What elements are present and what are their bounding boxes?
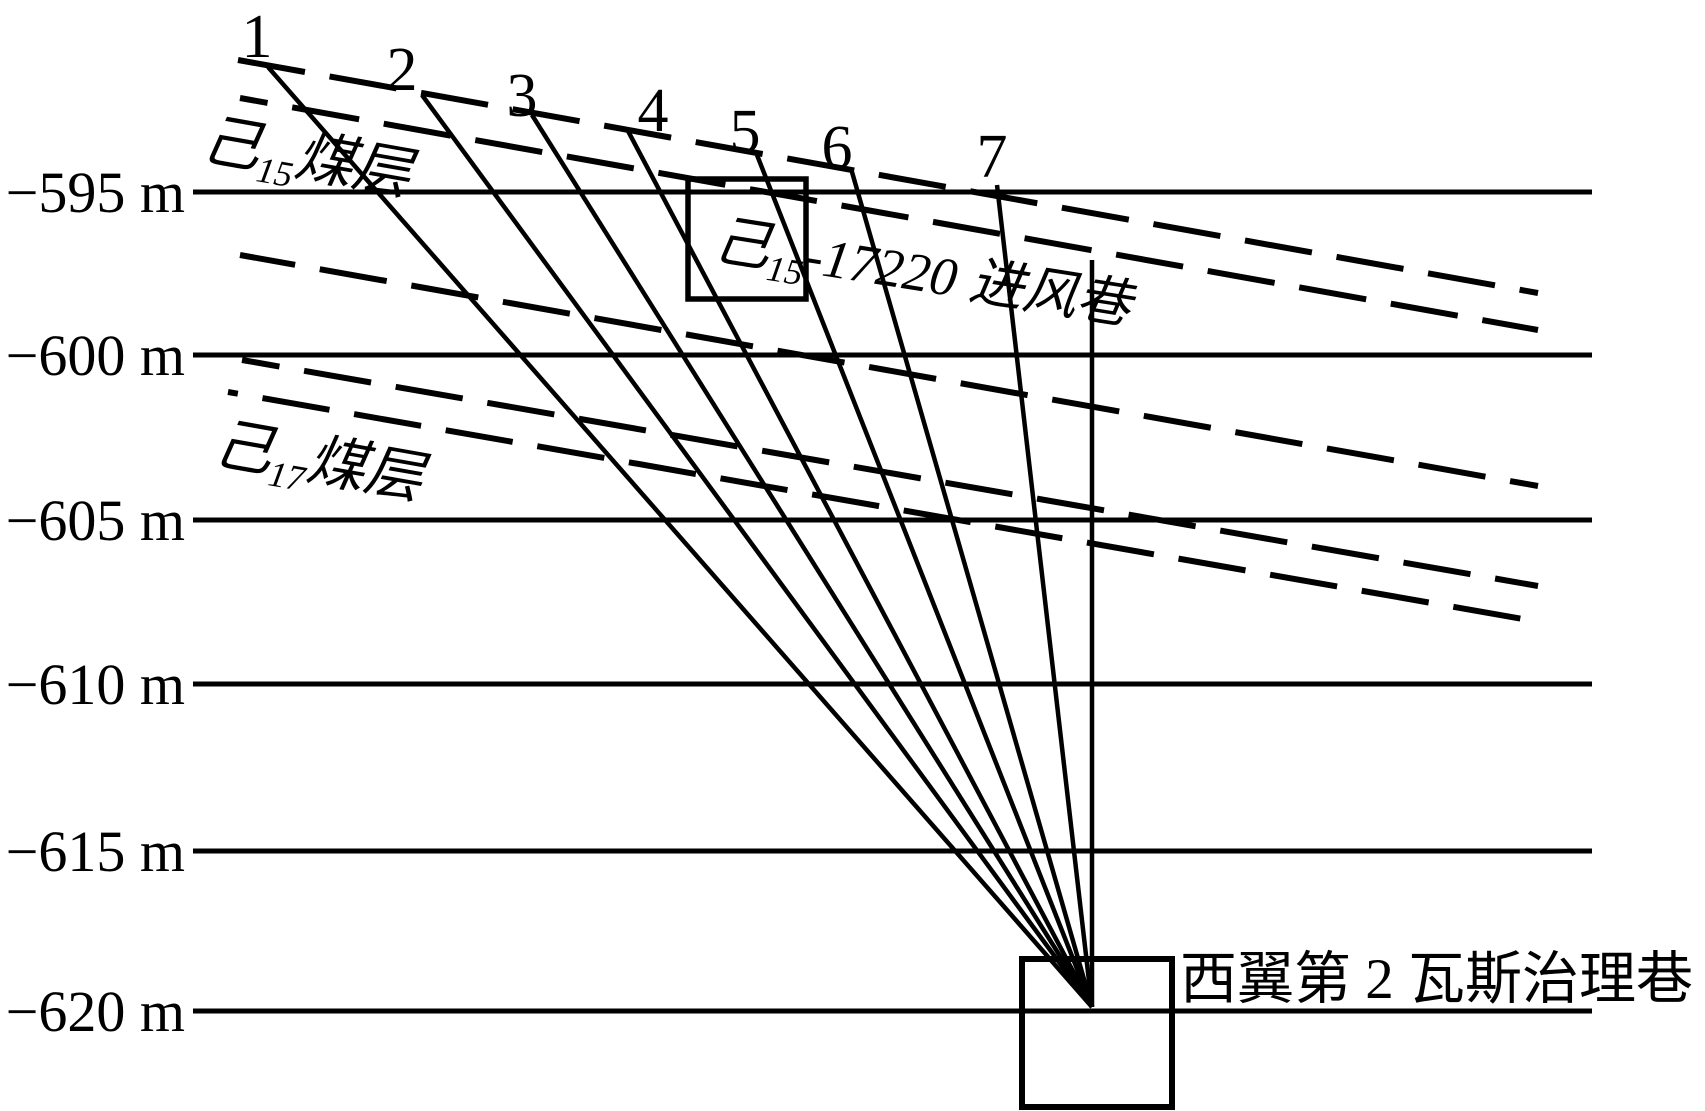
treatment-roadway-label: 西翼第 2 瓦斯治理巷 <box>1180 948 1693 1011</box>
treatment-roadway-box <box>1019 956 1175 1110</box>
seam-ji17-label-rest: 煤层 <box>302 427 432 512</box>
borehole-line-3 <box>530 113 1094 1009</box>
labels-group: −595 m −600 m −605 m −610 m −615 m −620 m 1 2 3 4… <box>6 3 1693 1044</box>
seam-ji15-label-base: 己 <box>198 107 268 181</box>
seam-ji17-label-base: 己 <box>210 411 280 485</box>
borehole-number-4: 4 <box>638 77 669 145</box>
coal-seam-dashed-lines-group <box>227 57 1541 625</box>
borehole-line-5 <box>754 154 1095 1008</box>
elevation-label--600: −600 m <box>6 323 185 388</box>
elevation-label--595: −595 m <box>6 160 185 225</box>
seam-boundary-dashed-line-2 <box>239 95 1539 333</box>
borehole-number-1: 1 <box>242 3 273 71</box>
seam-ji17-label-subscript: 17 <box>265 453 309 499</box>
borehole-line-6 <box>849 171 1095 1008</box>
elevation-label--620: −620 m <box>6 979 185 1044</box>
intake-airway-box <box>685 176 809 302</box>
intake-airway-label-subscript: 15 <box>764 248 806 293</box>
seam-boundary-dashed-line-3 <box>239 252 1539 489</box>
elevation-label--610: −610 m <box>6 652 185 717</box>
borehole-lines-group <box>266 65 1095 1009</box>
borehole-number-3: 3 <box>507 62 538 130</box>
roadway-boxes-group <box>685 176 1175 1110</box>
borehole-number-6: 6 <box>822 114 853 182</box>
borehole-number-2: 2 <box>387 36 418 104</box>
borehole-line-2 <box>420 93 1094 1009</box>
intake-airway-label: 己15-17220 进风巷 <box>709 210 1140 346</box>
intake-airway-label-base: 己 <box>710 210 777 280</box>
seam-ji17-label: 己17煤层 <box>208 411 432 520</box>
elevation-lines-group <box>193 189 1592 1014</box>
borehole-line-4 <box>626 129 1094 1009</box>
seam-boundary-dashed-line-1 <box>237 57 1539 296</box>
borehole-number-7: 7 <box>977 123 1008 191</box>
elevation-label--615: −615 m <box>6 819 185 884</box>
seam-boundary-dashed-line-4 <box>241 357 1539 589</box>
intake-airway-label-rest: -17220 进风巷 <box>801 225 1140 336</box>
borehole-line-7 <box>994 184 1095 1008</box>
seam-boundary-dashed-line-5 <box>227 389 1541 625</box>
borehole-line-1 <box>266 65 1094 1009</box>
seam-ji15-label-subscript: 15 <box>253 149 295 195</box>
elevation-label--605: −605 m <box>6 488 185 553</box>
borehole-number-5: 5 <box>730 98 761 166</box>
seam-ji15-label-rest: 煤层 <box>290 123 420 208</box>
